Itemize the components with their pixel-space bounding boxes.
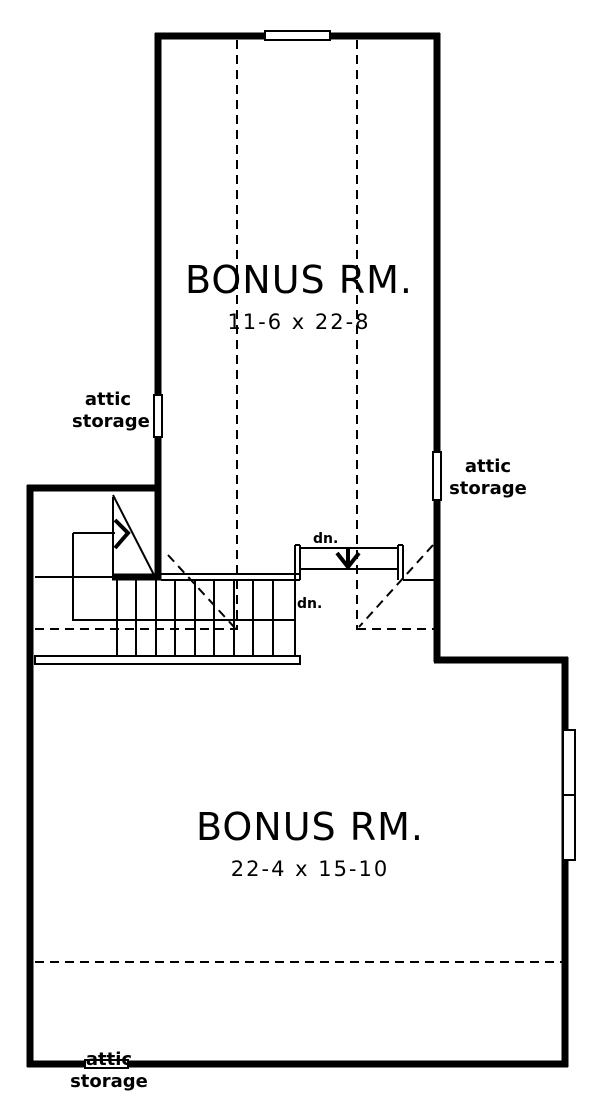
window-bottom-attic: [84, 1059, 129, 1069]
window-right-attic: [432, 451, 442, 501]
room-dimensions-upper: 11-6 x 22-8: [227, 310, 371, 334]
stair-down-label-upper: dn.: [313, 531, 339, 547]
window-right-2: [562, 794, 576, 861]
staircase: [34, 494, 434, 665]
room-dimensions-lower: 22-4 x 15-10: [230, 857, 390, 881]
room-name-upper: BONUS RM.: [184, 258, 414, 302]
room-name-lower: BONUS RM.: [195, 805, 425, 849]
window-right-1: [562, 729, 576, 796]
stair-down-label-lower: dn.: [297, 596, 323, 612]
exterior-walls: [26, 32, 569, 1068]
window-left-attic: [153, 394, 163, 438]
window-top: [264, 30, 331, 41]
ceiling-dashed-lines: [35, 40, 562, 963]
